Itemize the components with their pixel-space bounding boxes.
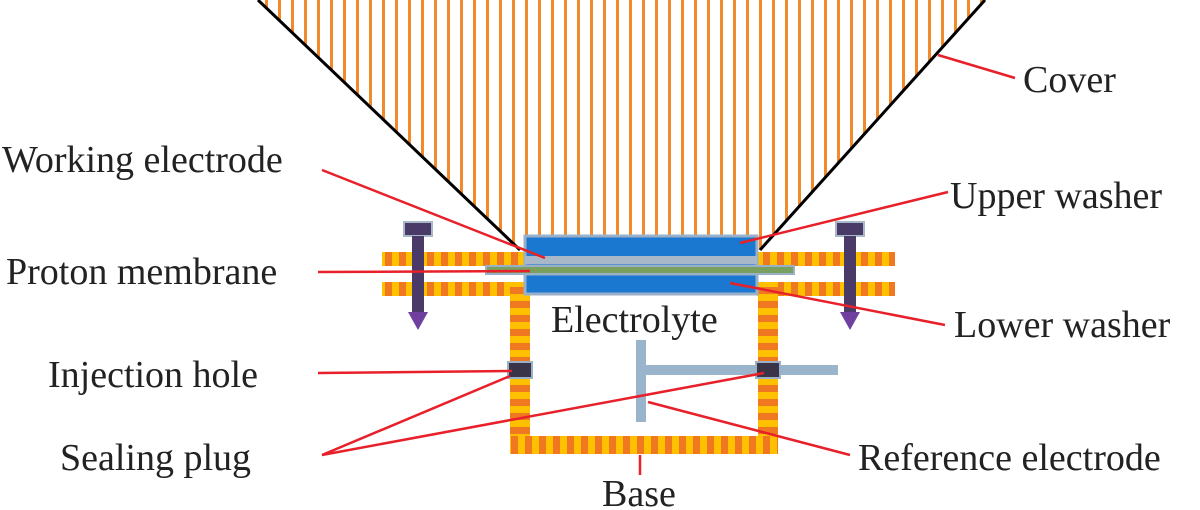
label-base: Base [602,473,676,510]
cover-fill [258,0,985,250]
right-bolt-head [835,221,865,237]
proton-membrane-leader [317,269,531,274]
cover-left-edge [256,0,522,252]
right-upper-flange [757,252,895,266]
reference-electrode [636,340,838,422]
cover-right-edge [758,0,987,252]
reference-electrode-horizontal [640,365,838,375]
reference-electrode-vertical [636,340,646,422]
lower-washer [523,272,759,296]
label-electrolyte: Electrolyte [551,299,718,341]
proton-membrane [485,265,795,275]
left-bolt-head [403,221,433,237]
label-injection-hole: Injection hole [48,354,258,396]
right-bolt-tip [840,312,860,330]
base-bottom [510,436,778,454]
left-bolt-tip [408,312,428,330]
working-electrode-leader [321,168,546,260]
label-proton-membrane: Proton membrane [6,251,277,293]
right-sealing-plug [755,361,781,379]
label-upper-washer: Upper washer [950,175,1162,217]
working-electrode [525,256,757,264]
left-lower-flange [382,282,525,296]
lower-washer-leader [729,281,946,327]
cover-leader [937,53,1016,80]
label-sealing-plug: Sealing plug [60,437,251,479]
label-working-electrode: Working electrode [2,139,283,181]
left-bolt [403,221,433,330]
sealing-plug-leader-left [321,374,511,457]
cover [256,0,987,252]
labels: Cover Working electrode Upper washer Pro… [2,59,1171,510]
right-lower-flange [757,282,895,296]
left-bolt-shaft [412,236,424,314]
reference-electrode-leader [647,400,851,457]
label-lower-washer: Lower washer [954,304,1171,346]
label-cover: Cover [1023,59,1116,101]
label-reference-electrode: Reference electrode [858,437,1161,479]
right-bolt-shaft [844,236,856,314]
left-upper-flange [382,252,525,266]
upper-washer-leader [739,190,949,245]
right-bolt [835,221,865,330]
sealing-plug-leader-right [321,371,765,457]
injection-hole-leader [317,369,513,375]
leader-lines [317,53,1016,475]
